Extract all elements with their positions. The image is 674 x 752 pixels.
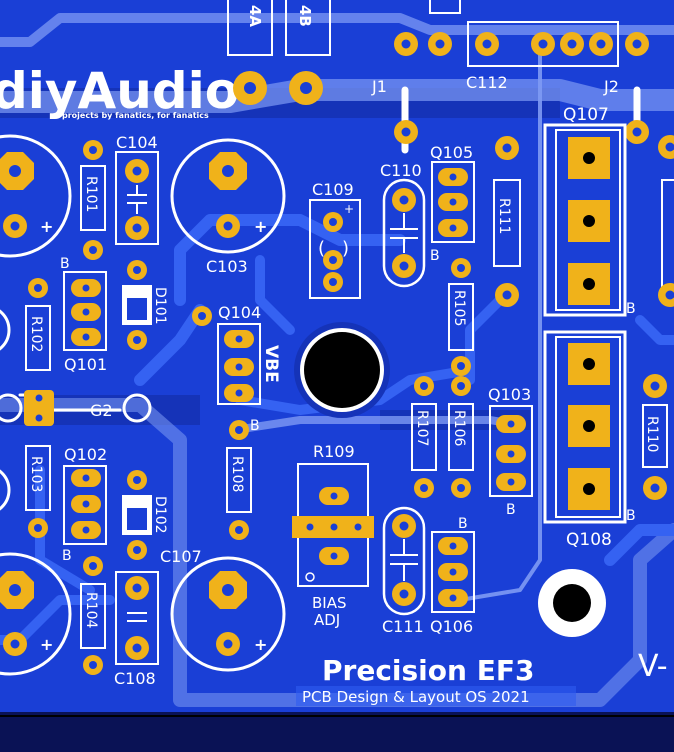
r111-outline: [493, 179, 521, 267]
c109-outline: [309, 199, 361, 299]
g2-pad: [122, 393, 152, 423]
label-q104: Q104: [218, 303, 261, 322]
label-j2: J2: [603, 77, 619, 96]
r103-outline: [25, 445, 51, 511]
c104-outline: [115, 151, 159, 245]
label-q103: Q103: [488, 385, 531, 404]
logo: diyAudio: [0, 62, 239, 120]
label-q102: Q102: [64, 445, 107, 464]
r101-outline: [80, 165, 106, 231]
label-d102: D102: [152, 496, 168, 534]
svg-text:B: B: [430, 248, 440, 264]
label-bias: BIAS: [312, 594, 347, 612]
cap-left-bottom: [0, 552, 72, 676]
board-subtitle: PCB Design & Layout OS 2021: [302, 688, 530, 706]
svg-text:B: B: [62, 548, 72, 564]
q105-outline: [431, 161, 475, 243]
label-top-a: 4A: [246, 5, 264, 27]
svg-text:(: (: [318, 238, 325, 259]
r102-outline: [25, 305, 51, 371]
tagline: projects by fanatics, for fanatics: [62, 111, 209, 120]
svg-text:+: +: [344, 202, 354, 216]
top-resistor-outlines: [227, 0, 461, 56]
c112-outline: [467, 21, 619, 67]
label-r109: R109: [313, 442, 355, 461]
svg-text:B: B: [458, 516, 468, 532]
r110-outline: [642, 404, 668, 468]
svg-text:B: B: [60, 256, 70, 272]
board-title: Precision EF3: [322, 654, 534, 687]
svg-text:+: +: [254, 635, 267, 654]
label-c108: C108: [114, 669, 156, 688]
label-r110: R110: [644, 416, 660, 452]
q107-outline: [543, 123, 627, 317]
label-r111: R111: [496, 198, 512, 234]
label-c112: C112: [466, 73, 508, 92]
label-c107: C107: [160, 547, 202, 566]
r104-outline: [80, 583, 106, 649]
label-r104: R104: [83, 592, 99, 629]
label-r102: R102: [28, 316, 44, 352]
label-vbe: VBE: [261, 345, 281, 383]
label-c104: C104: [116, 133, 158, 152]
label-r107: R107: [414, 410, 430, 446]
svg-text:+: +: [254, 217, 267, 236]
board-edge: [0, 712, 674, 752]
label-v-minus: V-: [638, 649, 668, 684]
svg-text:): ): [342, 238, 349, 259]
cap-c107: [170, 556, 286, 672]
q108-outline: [543, 330, 627, 524]
label-r101: R101: [83, 176, 99, 212]
label-q107: Q107: [563, 105, 609, 125]
label-d101: D101: [152, 287, 168, 325]
c110-outline: [382, 178, 426, 288]
label-adj: ADJ: [314, 611, 340, 629]
q102-outline: [63, 465, 107, 545]
c108-outline: [115, 571, 159, 665]
label-r108: R108: [229, 456, 245, 492]
label-r106: R106: [451, 410, 467, 447]
svg-text:+: +: [40, 635, 53, 654]
c111-outline: [382, 506, 426, 616]
label-q108: Q108: [566, 530, 612, 550]
svg-text:+: +: [40, 217, 53, 236]
q101-outline: [63, 271, 107, 351]
label-q106: Q106: [430, 617, 473, 636]
label-r103: R103: [28, 456, 44, 492]
q103-outline: [489, 405, 533, 497]
r108-outline: [226, 447, 252, 513]
svg-text:B: B: [506, 502, 516, 518]
q106-outline: [431, 531, 475, 613]
r106-outline: [448, 403, 474, 471]
label-c111: C111: [382, 617, 424, 636]
label-b-q108: B: [626, 508, 636, 524]
label-j1: J1: [371, 77, 387, 96]
r105-outline: [448, 283, 474, 351]
label-r105: R105: [451, 290, 467, 326]
cap-left-top: [0, 134, 72, 258]
svg-text:B: B: [250, 418, 260, 434]
q104-outline: [217, 323, 261, 405]
label-c110: C110: [380, 161, 422, 180]
label-top-b: 4B: [296, 5, 314, 27]
r107-outline: [411, 403, 437, 471]
cap-c103: [170, 138, 286, 254]
label-g2: G2: [90, 401, 113, 420]
label-b-q107: B: [626, 301, 636, 317]
label-q105: Q105: [430, 143, 473, 162]
label-c103: C103: [206, 257, 248, 276]
label-c109: C109: [312, 180, 354, 199]
label-q101: Q101: [64, 355, 107, 374]
